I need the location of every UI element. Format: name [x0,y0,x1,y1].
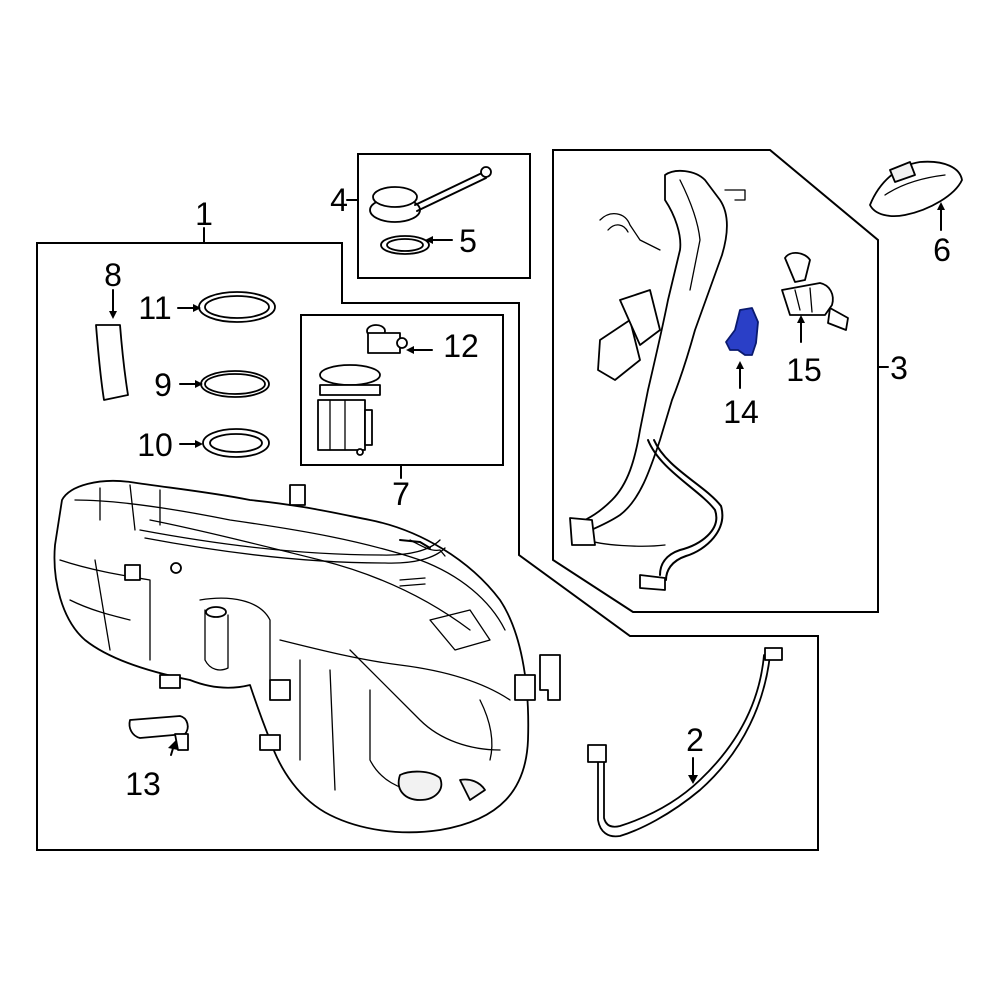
callout-8: 8 [104,257,122,293]
callout-1: 1 [195,196,213,232]
callout-11: 11 [138,290,171,326]
callout-3: 3 [890,350,908,386]
filler-pipe-drawing [569,169,746,591]
callout-4: 4 [330,182,348,218]
tank-strap-drawing [587,647,783,838]
gasket-11-drawing [198,291,276,323]
callout-5: 5 [459,223,477,259]
fuel-pump-drawing [317,364,381,456]
fuel-cap-drawing [369,166,492,223]
valve-15-drawing [781,252,849,331]
callout-10: 10 [137,427,173,463]
callout-15: 15 [786,352,822,388]
callout-7: 7 [392,476,410,512]
sensor-13-drawing [128,715,189,751]
cap-seal-drawing [380,235,430,255]
insulator-pad-drawing [95,324,129,401]
callout-14: 14 [723,394,759,430]
lock-ring-10-drawing [202,428,270,458]
frame-fuel-tank-group [36,242,819,851]
callout-13: 13 [125,766,161,802]
callout-12: 12 [443,328,479,364]
fuel-tank-drawing [53,480,561,834]
o-ring-9-drawing [200,370,270,398]
callout-2: 2 [686,722,704,758]
callout-6: 6 [933,232,951,268]
part-14-highlight-shape[interactable] [725,307,759,356]
frame-filler-pipe-group [552,149,879,613]
callout-9: 9 [154,367,172,403]
pressure-regulator-drawing [366,324,408,354]
frame-cap-group [357,153,531,279]
fuel-door-drawing [869,160,963,218]
highlighted-part-14[interactable] [725,307,759,356]
